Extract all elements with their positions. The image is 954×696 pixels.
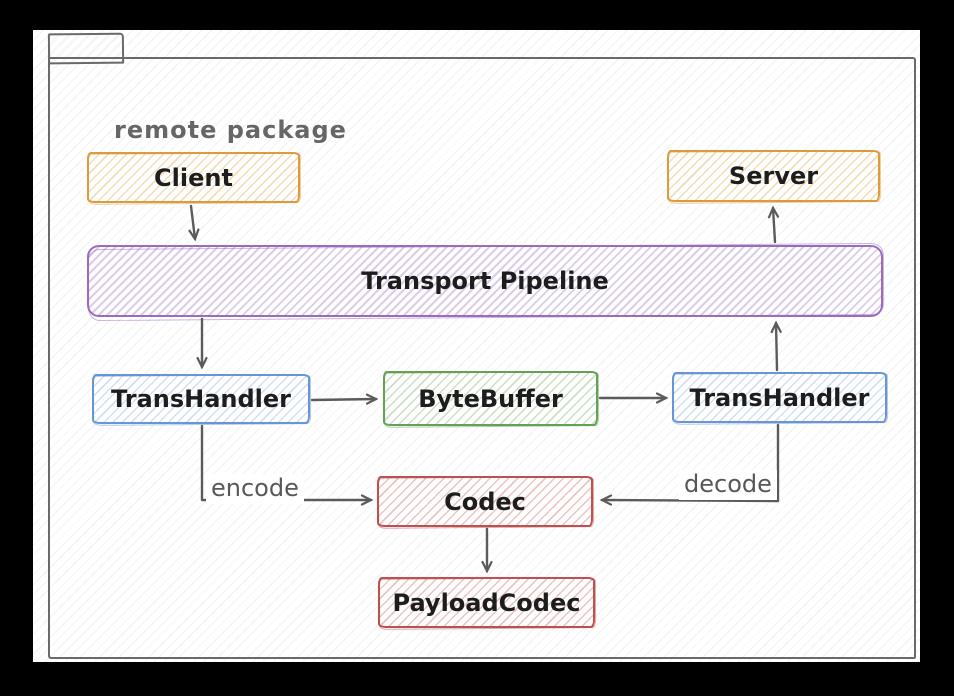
node-byte-buffer-label: ByteBuffer: [418, 384, 563, 413]
node-codec-label: Codec: [444, 487, 526, 516]
node-payload-codec: PayloadCodec: [378, 577, 595, 628]
package-frame-shape: [48, 57, 916, 659]
node-byte-buffer: ByteBuffer: [383, 371, 598, 426]
node-codec: Codec: [377, 476, 593, 527]
edge-label-encode: encode: [206, 474, 304, 505]
edge-label-decode: decode: [679, 470, 777, 501]
node-payload-codec-label: PayloadCodec: [392, 588, 581, 617]
node-trans-handler-right: TransHandler: [672, 372, 887, 423]
node-transport-pipeline-label: Transport Pipeline: [361, 267, 609, 295]
package-label: remote package: [114, 116, 347, 144]
node-client-label: Client: [154, 163, 233, 192]
node-server-label: Server: [728, 162, 819, 190]
diagram-canvas: remote package: [33, 30, 920, 662]
node-trans-handler-left: TransHandler: [92, 374, 310, 424]
node-client: Client: [87, 152, 300, 203]
node-trans-handler-left-label: TransHandler: [110, 385, 292, 413]
node-trans-handler-right-label: TransHandler: [689, 383, 870, 412]
node-transport-pipeline: Transport Pipeline: [87, 245, 883, 317]
node-server: Server: [667, 150, 880, 202]
